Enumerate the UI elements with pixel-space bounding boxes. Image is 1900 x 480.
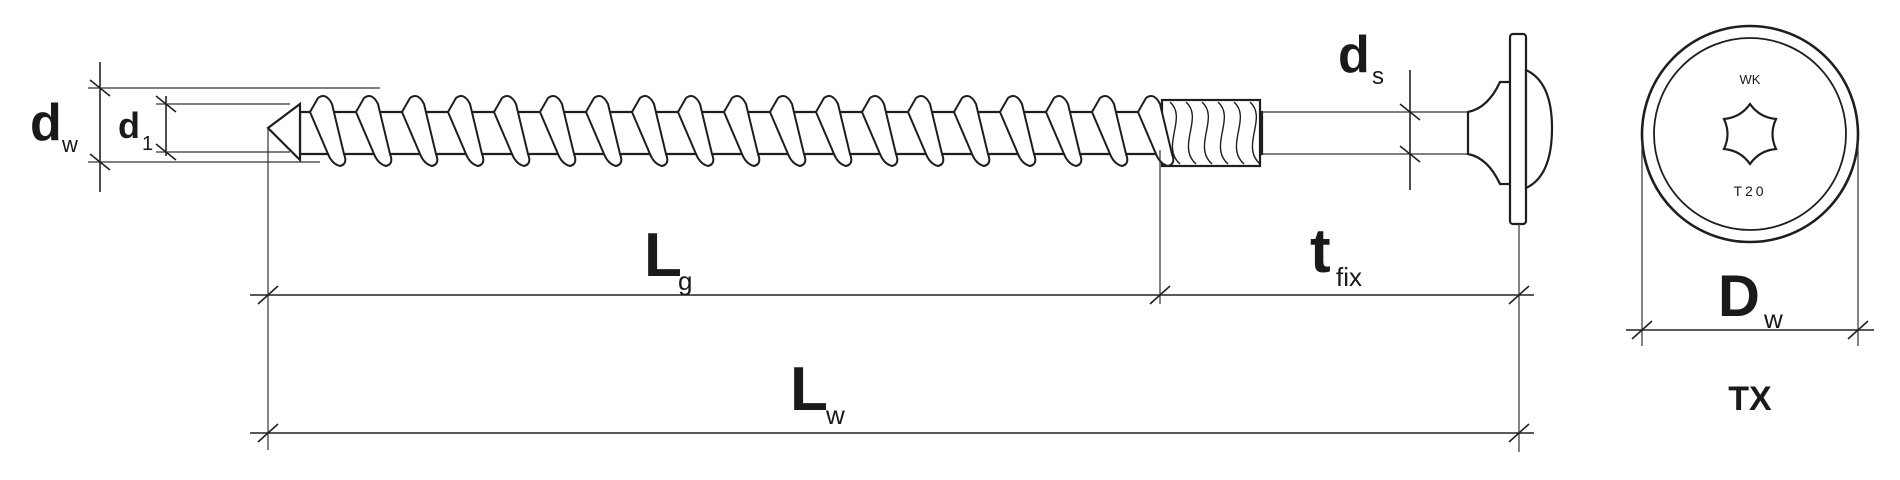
screw-head-cone (1466, 80, 1514, 186)
screw-tip (266, 101, 302, 163)
thread-crest (354, 95, 393, 168)
label-lg-sub: g (678, 266, 692, 296)
knurl-body (1160, 98, 1262, 168)
thread-crest (400, 95, 439, 168)
thread-crest (492, 95, 531, 168)
dimension-dw (88, 62, 380, 192)
label-dw-head: D (1718, 264, 1760, 329)
torx-drive-icon (1722, 102, 1778, 166)
thread-crest (1090, 95, 1129, 168)
label-ds-sub: s (1372, 63, 1384, 90)
screw-knurl-section (1160, 98, 1262, 168)
label-lg: L (644, 221, 682, 290)
knurl-flute (1233, 101, 1245, 165)
label-ds: d (1338, 26, 1370, 84)
label-lw-sub: w (825, 400, 845, 430)
screw-side-view (266, 32, 1554, 226)
knurl-flute (1249, 101, 1261, 165)
dimension-ds (1399, 70, 1421, 190)
screw-head-plate (1508, 32, 1528, 226)
dimension-d1 (155, 95, 290, 161)
knurl-flute (1169, 101, 1181, 165)
label-dw: d (30, 94, 62, 152)
knurl-flute (1185, 101, 1197, 165)
head-inner-circle (1653, 37, 1847, 231)
head-marking-bottom: T20 (1733, 183, 1766, 199)
thread-crest (814, 95, 853, 168)
label-dw-head-sub: w (1763, 304, 1783, 334)
label-d1: d (118, 105, 140, 146)
label-dw-sub: w (61, 132, 78, 157)
head-marking-top: WK (1740, 72, 1761, 87)
knurl-flute (1217, 101, 1229, 165)
label-d1-sub: 1 (142, 133, 153, 155)
label-drive-type: TX (1728, 380, 1772, 418)
knurl-flute (1201, 101, 1213, 165)
thread-crest (722, 95, 761, 168)
thread-crest (768, 95, 807, 168)
thread-crest (538, 95, 577, 168)
label-lw: L (790, 355, 828, 424)
thread-crest (906, 95, 945, 168)
label-tfix-sub: fix (1336, 262, 1362, 292)
thread-crest (952, 95, 991, 168)
thread-crest (1044, 95, 1083, 168)
thread-crest (308, 95, 347, 168)
screw-head-top-view: WK T20 (1626, 24, 1874, 346)
thread-crest (584, 95, 623, 168)
screw-head-dome (1524, 68, 1554, 190)
thread-crest (676, 95, 715, 168)
thread-crest (630, 95, 669, 168)
dimension-lengths (250, 128, 1534, 452)
label-tfix: t (1310, 217, 1331, 286)
screw-threads (308, 95, 1175, 168)
thread-crest (998, 95, 1037, 168)
thread-crest (860, 95, 899, 168)
thread-crest (446, 95, 485, 168)
